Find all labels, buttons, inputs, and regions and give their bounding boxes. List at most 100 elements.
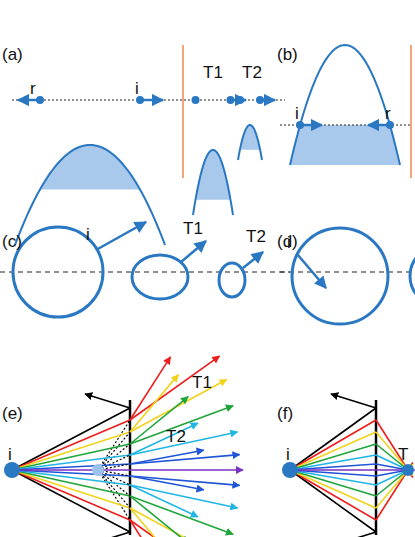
incident-ray <box>12 470 130 485</box>
velocity-arrow <box>260 99 275 102</box>
incident-ray <box>290 408 376 470</box>
state-label: T2 <box>242 64 262 81</box>
state-label: T <box>398 446 408 463</box>
group-velocity <box>181 241 206 262</box>
filled-band <box>290 125 400 165</box>
group-velocity <box>96 222 146 250</box>
normal-ray <box>290 469 415 471</box>
reflected-ray <box>85 532 130 537</box>
transmitted-ray <box>130 423 198 455</box>
incident-ray <box>12 470 130 476</box>
state-label: i <box>286 446 290 463</box>
state-label: i <box>295 105 299 122</box>
transmitted-ray <box>130 476 240 485</box>
fermi-surface <box>13 227 103 317</box>
incident-ray <box>12 444 130 470</box>
dispersion-curve <box>238 125 262 160</box>
transmitted-ray <box>130 406 233 444</box>
transmitted-ray <box>130 380 227 432</box>
dispersion-curve <box>290 45 400 165</box>
dispersion-curve <box>193 150 233 215</box>
incident-ray <box>12 455 130 470</box>
transmitted-ray <box>376 470 408 520</box>
dispersion-curve <box>15 145 165 245</box>
incident-ray <box>290 444 376 470</box>
incident-ray <box>12 470 130 508</box>
reflected-ray <box>85 394 130 408</box>
velocity-arrow <box>300 124 322 127</box>
group-velocity <box>297 254 326 288</box>
transmitted-ray <box>130 450 204 464</box>
state-label: T1 <box>203 64 223 81</box>
state-label: r <box>385 105 391 122</box>
incident-ray <box>290 455 376 470</box>
incident-ray <box>290 470 376 520</box>
source-point <box>282 462 298 478</box>
state-label: T2 <box>166 428 186 445</box>
transmitted-ray <box>376 470 408 496</box>
incident-ray <box>12 470 130 532</box>
state-label: i <box>287 234 291 251</box>
state-label: T1 <box>192 374 212 391</box>
transmitted-ray <box>130 476 204 490</box>
transmitted-ray <box>130 356 220 420</box>
transmitted-ray <box>376 420 408 470</box>
incident-ray <box>12 408 130 470</box>
state-label: T1 <box>183 220 203 237</box>
transmitted-ray <box>130 485 198 517</box>
incident-ray <box>290 470 376 485</box>
group-velocity <box>243 252 263 268</box>
incident-ray <box>290 470 376 532</box>
transmitted-ray <box>130 520 220 537</box>
velocity-arrow <box>140 99 163 102</box>
state-dot <box>192 96 200 104</box>
fermi-surface <box>410 246 415 306</box>
panel-label: (e) <box>2 405 23 422</box>
incident-ray <box>290 464 376 470</box>
incident-ray <box>12 420 130 470</box>
velocity-arrow <box>18 99 40 102</box>
incident-ray <box>290 470 376 476</box>
transmitted-ray <box>130 496 233 534</box>
panel-label: (b) <box>277 46 298 63</box>
panel-label: (f) <box>277 405 293 422</box>
symmetry-axis <box>280 271 415 272</box>
transmitted-ray <box>130 508 178 537</box>
incident-ray <box>290 470 376 496</box>
fermi-surface <box>219 263 245 297</box>
state-label: i <box>135 80 139 97</box>
incident-ray <box>12 470 130 496</box>
incident-ray <box>290 470 376 508</box>
state-label: i <box>8 446 12 463</box>
image-point <box>402 464 414 476</box>
reflected-ray <box>331 532 376 537</box>
transmitted-ray <box>130 508 227 537</box>
transmitted-ray <box>376 444 408 470</box>
transmitted-ray <box>130 357 170 420</box>
fermi-level <box>12 99 285 100</box>
normal-ray <box>12 469 243 471</box>
state-label: T2 <box>246 228 266 245</box>
transmitted-ray <box>376 432 408 470</box>
source-point <box>4 462 20 478</box>
incident-ray <box>290 420 376 470</box>
incident-ray <box>12 432 130 470</box>
transmitted-ray <box>130 455 240 464</box>
incident-ray <box>12 470 130 520</box>
transmitted-ray <box>130 520 170 537</box>
transmitted-ray <box>130 397 188 444</box>
state-label: r <box>30 80 36 97</box>
panel-label: (c) <box>2 233 22 250</box>
interface <box>410 45 412 178</box>
transmitted-ray <box>376 470 408 508</box>
image-point <box>92 464 104 476</box>
incident-ray <box>12 464 130 470</box>
fermi-surface <box>132 255 188 299</box>
symmetry-axis <box>0 271 290 272</box>
interface <box>182 45 184 178</box>
fermi-surface <box>292 228 388 324</box>
transmitted-ray <box>130 496 188 537</box>
panel-label: (a) <box>2 46 23 63</box>
transmitted-ray <box>130 485 238 508</box>
velocity-arrow <box>368 124 390 127</box>
